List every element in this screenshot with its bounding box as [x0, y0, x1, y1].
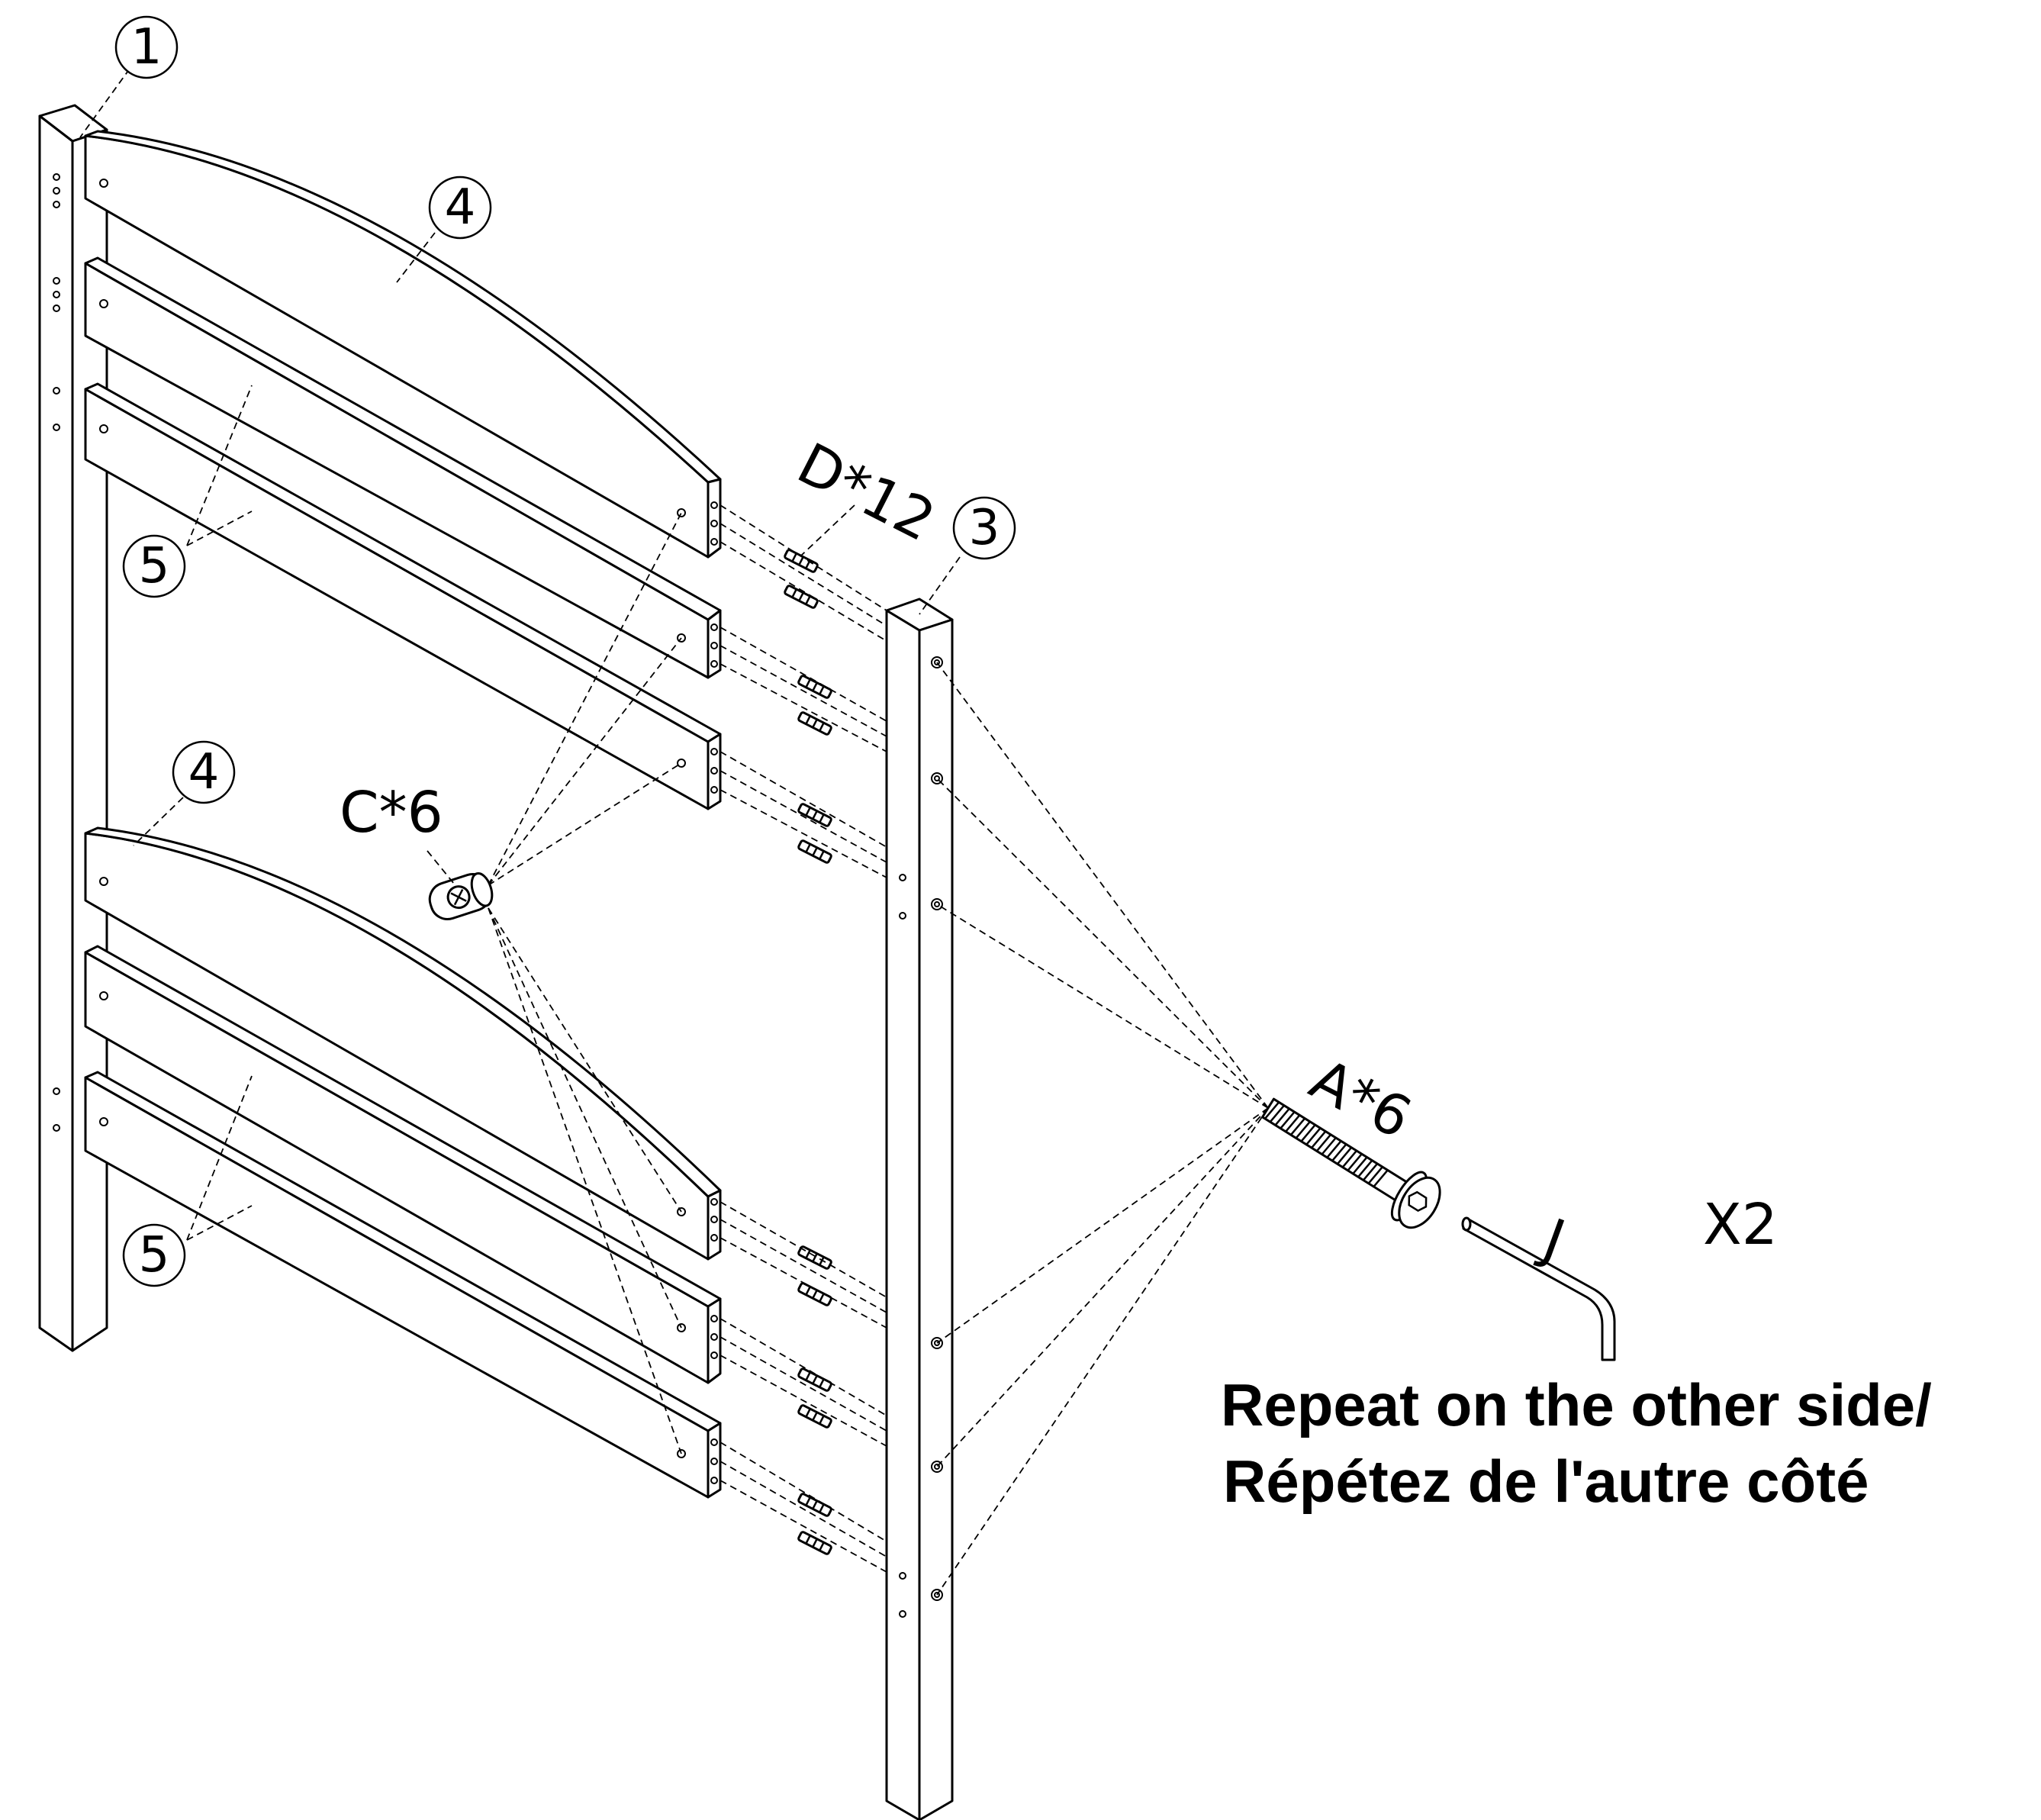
- callout-5-bottom: 5: [122, 1223, 186, 1287]
- callout-4-bottom-label: 4: [188, 744, 220, 800]
- dowel-label: D*12: [787, 430, 945, 554]
- barrel-nut-guide-lines: [488, 512, 682, 1454]
- barrel-nut-icon: [428, 871, 494, 920]
- slat-lower-1: [84, 945, 722, 1384]
- bolt-icon: [1261, 1097, 1441, 1229]
- callout-3: 3: [952, 496, 1016, 560]
- multiplier-label: X2: [1703, 1192, 1778, 1258]
- callout-3-label: 3: [969, 500, 1000, 556]
- top-rail-upper: [84, 130, 722, 559]
- callout-4-top: 4: [428, 176, 492, 240]
- slat-upper-1: [84, 256, 722, 679]
- dowel-guide-lines: [720, 504, 887, 1573]
- slat-lower-2: [84, 1071, 722, 1499]
- callout-leaders: [79, 68, 961, 1241]
- callout-5-top-label: 5: [139, 538, 170, 594]
- allen-key-icon: [1461, 1216, 1616, 1361]
- right-post: [885, 598, 954, 1820]
- allen-key-label: J: [1532, 1206, 1573, 1274]
- callout-5-top: 5: [122, 534, 186, 598]
- repeat-note-line-1: Repeat on the other side/: [1221, 1371, 1932, 1438]
- callout-5-bottom-label: 5: [139, 1227, 170, 1284]
- repeat-note-line-2: Répétez de l'autre côté: [1223, 1448, 1869, 1515]
- callout-4-top-label: 4: [445, 179, 476, 236]
- top-rail-lower: [84, 826, 722, 1261]
- left-post-holes: [53, 173, 60, 1132]
- dowels: [784, 549, 832, 1555]
- barrel-nut-label: C*6: [340, 780, 443, 846]
- bolt-guide-lines: [936, 662, 1269, 1596]
- callout-1: 1: [114, 15, 179, 79]
- callout-4-bottom: 4: [172, 740, 236, 804]
- slat-upper-2: [84, 382, 722, 810]
- callout-1-label: 1: [131, 19, 163, 76]
